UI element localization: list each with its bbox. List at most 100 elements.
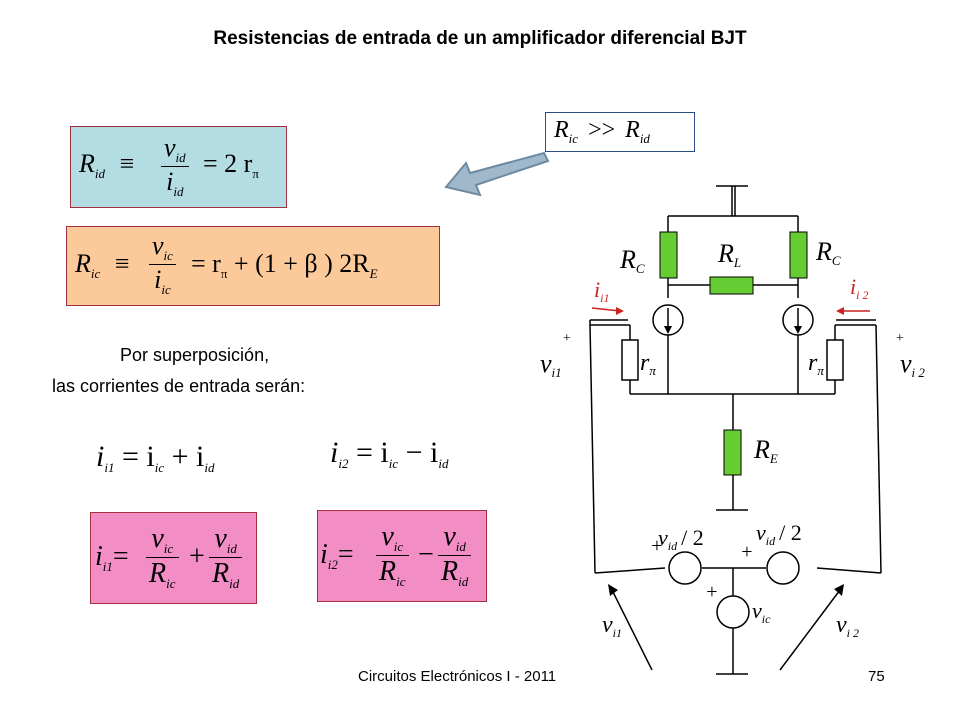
ric-rhs-sub: π <box>220 266 228 281</box>
i1-rhs: = i <box>121 440 155 473</box>
vid-source-right <box>766 551 800 585</box>
plus-vid-right: + <box>740 541 754 563</box>
plus-right: + <box>895 331 904 346</box>
rc-right-label: RC <box>815 237 841 268</box>
i1f-n1-sub: ic <box>163 541 174 556</box>
rid-lhs: R <box>79 149 95 178</box>
rpi-right-label: rπ <box>808 350 824 378</box>
ric-num: v <box>152 231 164 260</box>
slide-title: Resistencias de entrada de un amplificad… <box>213 28 747 49</box>
re-label: RE <box>753 435 778 466</box>
rl-label: RL <box>717 239 741 270</box>
i2-rhs: = i <box>355 436 389 469</box>
rc-left-label: RC <box>619 245 645 276</box>
rpi-left-label: rπ <box>640 350 656 378</box>
ii1-arrow-icon <box>616 307 624 315</box>
i1f-op: + <box>189 541 205 572</box>
i1f-n2-sub: id <box>226 541 237 556</box>
i1f-d1-sub: ic <box>166 576 176 591</box>
rid-lhs-sub: id <box>94 166 106 181</box>
rid-rhs-sub: π <box>252 166 259 181</box>
superposition-line-1: Por superposición, <box>120 345 270 365</box>
rid-den-sub: id <box>173 184 184 199</box>
i2f-d1-sub: ic <box>396 574 406 589</box>
rc-right-resistor <box>789 231 808 279</box>
compare-box: Ric >> Rid <box>545 112 695 152</box>
vic-label: vic <box>752 598 771 626</box>
i1f-n1: v <box>151 523 164 554</box>
plus-left: + <box>562 331 571 346</box>
ric-rhs: = r <box>191 249 221 278</box>
i2f-op: − <box>418 539 434 570</box>
compare-a-sub: ic <box>568 131 579 146</box>
i1f-d2-sub: id <box>229 576 240 591</box>
vid-source-left <box>668 551 702 585</box>
i2-op-sub: id <box>438 456 449 471</box>
vi1-measure-arrow-icon <box>608 584 618 596</box>
ric-rhs2: + (1 + β ) 2R <box>233 249 370 278</box>
rl-resistor <box>709 276 754 295</box>
i2-op: − i <box>405 436 439 469</box>
i1-lhs-sub: i1 <box>104 460 115 475</box>
superposition-line-2: las corrientes de entrada serán: <box>52 376 306 396</box>
i1f-d1: R <box>149 558 167 589</box>
i1-lhs: i <box>96 440 105 473</box>
vi1-label: vi1 <box>540 349 562 380</box>
rid-den: i <box>166 167 174 196</box>
compare-op: >> <box>588 117 616 143</box>
i2-lhs-sub: i2 <box>338 456 349 471</box>
i1-op-sub: id <box>204 460 215 475</box>
footer-page-number: 75 <box>868 668 885 685</box>
re-resistor <box>723 429 742 476</box>
i2f-lhs: i <box>320 539 328 570</box>
i1f-d2: R <box>212 558 230 589</box>
i2-rhs-sub: ic <box>388 456 399 471</box>
rid-def-symbol: ≡ <box>119 149 135 178</box>
vi2-bottom-label: vi 2 <box>836 612 859 640</box>
ric-num-sub: ic <box>163 248 173 263</box>
rc-left-resistor <box>659 231 678 279</box>
i1-rhs-sub: ic <box>154 460 165 475</box>
compare-b-sub: id <box>639 131 650 146</box>
i2f-n1: v <box>381 521 394 552</box>
ric-lhs-sub: ic <box>90 266 101 281</box>
i2f-lhs-sub: i2 <box>327 557 338 572</box>
vic-source <box>716 595 750 629</box>
plus-vic: + <box>705 581 719 603</box>
current-arrow-right-icon <box>794 326 802 334</box>
plus-vid-left: + <box>650 535 664 557</box>
ric-lhs: R <box>75 249 91 278</box>
i1f-eq: = <box>112 541 129 572</box>
i1-op: + i <box>171 440 205 473</box>
pointer-arrow-icon <box>444 151 550 197</box>
rid-equation-box: Rid ≡ vid iid = 2 rπ <box>70 126 287 208</box>
vi1-bottom-label: vi1 <box>602 612 622 640</box>
vi2-measure-arrow-icon <box>834 584 844 596</box>
rid-num-sub: id <box>175 150 186 165</box>
ric-den: i <box>154 265 162 294</box>
ii1-label: ii1 <box>594 277 609 305</box>
i2f-d1: R <box>379 556 397 587</box>
i2-lhs: i <box>330 436 339 469</box>
i2-equation: ii2 = iic − iid <box>330 436 449 472</box>
i2f-n1-sub: ic <box>393 539 404 554</box>
i2f-n2-sub: id <box>455 539 466 554</box>
rid-rhs: = 2 r <box>203 149 253 178</box>
ric-rhs2-sub: E <box>369 266 378 281</box>
vid-half-right-label: vid/ 2 <box>756 520 802 548</box>
ii2-label: ii 2 <box>850 274 868 302</box>
ric-den-sub: ic <box>161 282 171 297</box>
i2f-d2: R <box>441 556 459 587</box>
vi2-label: vi 2 <box>900 349 925 380</box>
rid-num: v <box>164 133 176 162</box>
i2f-d2-sub: id <box>458 574 469 589</box>
ii2-arrow-icon <box>836 307 844 315</box>
ric-def-symbol: ≡ <box>114 249 130 278</box>
i1-fraction-box: ii1= vic Ric + vid Rid <box>90 512 257 604</box>
i2-fraction-box: ii2= vic Ric − vid Rid <box>317 510 487 602</box>
vid-half-left-label: vid/ 2 <box>658 525 704 553</box>
i2f-n2: v <box>443 521 456 552</box>
compare-b: R <box>625 117 640 143</box>
i2f-eq: = <box>337 539 354 570</box>
i1-equation: ii1 = iic + iid <box>96 440 215 476</box>
